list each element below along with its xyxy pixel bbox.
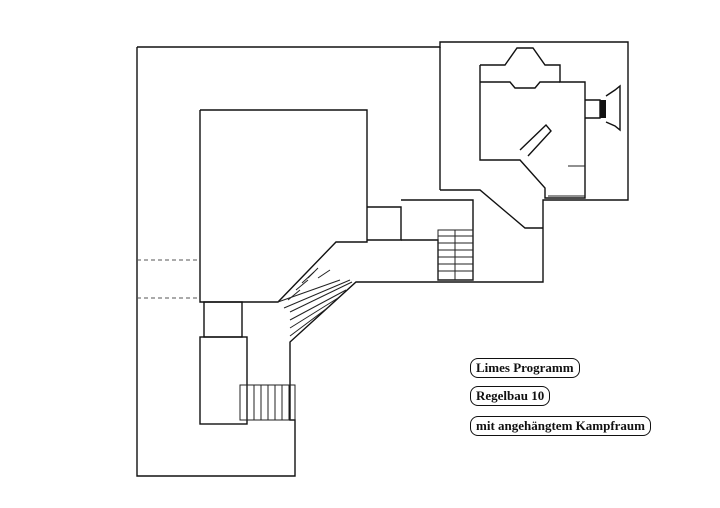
passage bbox=[367, 206, 402, 241]
stairs-lower bbox=[239, 384, 296, 421]
legend-description: mit angehängtem Kampfraum bbox=[470, 416, 651, 436]
combat-room-inner bbox=[480, 81, 560, 89]
combat-room-wall bbox=[440, 189, 543, 229]
stairs-right bbox=[437, 229, 474, 281]
lower-room bbox=[199, 336, 248, 425]
small-room bbox=[203, 301, 243, 338]
gun-mount bbox=[519, 123, 552, 157]
central-block bbox=[199, 109, 368, 303]
legend-type: Regelbau 10 bbox=[470, 386, 551, 406]
outer-wall bbox=[136, 41, 629, 477]
combat-room-inner bbox=[479, 47, 586, 199]
stairs-diagonal bbox=[277, 267, 353, 337]
passage-room bbox=[401, 199, 474, 281]
embrasure bbox=[585, 84, 621, 132]
legend-program: Limes Programm bbox=[470, 358, 580, 378]
